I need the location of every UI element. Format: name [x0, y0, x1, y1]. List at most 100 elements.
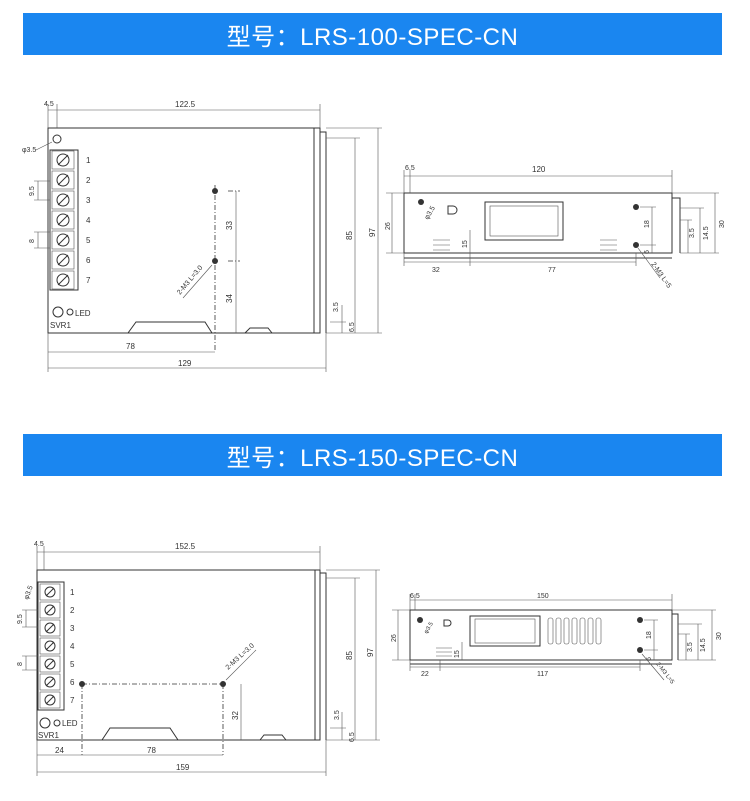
terminal-screw-icon — [56, 193, 70, 207]
model-title-2: 型号：LRS-150-SPEC-CN — [226, 444, 519, 472]
dim-height-inner-label: 85 — [345, 651, 354, 660]
svr-trimmer-icon — [52, 306, 64, 318]
led-label: LED — [75, 309, 91, 318]
terminal-number: 3 — [70, 624, 75, 633]
terminal-slot — [45, 641, 55, 651]
terminal-screws — [39, 583, 61, 709]
terminal-cell — [39, 601, 61, 619]
dim-top-width — [36, 546, 321, 570]
terminal-number: 4 — [70, 642, 75, 651]
terminal-slot — [45, 587, 55, 597]
terminal-number: 1 — [70, 588, 75, 597]
terminal-screw-icon — [44, 640, 56, 652]
dim-side-bottom-left-label: 22 — [421, 671, 429, 678]
terminal-slot — [57, 154, 69, 166]
terminal-number: 6 — [86, 256, 91, 265]
terminal-number: 4 — [86, 216, 91, 225]
terminal-cell — [51, 250, 75, 270]
dim-height-total-label: 97 — [368, 228, 377, 237]
vent-slot — [563, 617, 570, 645]
dim-side-far-b-label: 14.5 — [700, 638, 707, 652]
dim-side-far — [672, 609, 716, 661]
front-side-flange — [314, 570, 327, 740]
dim-vert-label: 32 — [231, 711, 240, 720]
screw-centerline — [81, 683, 224, 755]
terminal-screw-icon — [56, 213, 70, 227]
side-hole-left — [418, 199, 424, 205]
screw-label: 2-M3 L=3.0 — [176, 264, 204, 296]
terminal-screw-icon — [44, 586, 56, 598]
terminal-screw-icon — [56, 273, 70, 287]
dim-top-width-label: 152.5 — [175, 542, 196, 551]
terminal-screw-icon — [56, 153, 70, 167]
dim-side-height-label: 30 — [716, 632, 723, 640]
dim-screw-width-label: 78 — [147, 746, 156, 755]
terminal-slot — [45, 623, 55, 633]
led-indicator-icon — [53, 719, 61, 727]
led-indicator-icon — [66, 308, 74, 316]
dim-side-left — [386, 192, 404, 254]
dim-side-bottom — [403, 253, 637, 266]
terminal-cell — [51, 150, 75, 170]
terminal-number: 3 — [86, 196, 91, 205]
front-bottom-tabs — [127, 321, 273, 334]
dim-pitch-label: 9.5 — [29, 186, 36, 196]
side-vents — [433, 239, 617, 251]
side-hole-lower-right — [637, 647, 643, 653]
vent-slot — [555, 617, 562, 645]
dim-heights — [326, 127, 382, 334]
dim-side-bottom-mid-label: 117 — [537, 671, 548, 678]
dim-side-right-a-label: 18 — [644, 220, 651, 228]
terminal-slot — [57, 234, 69, 246]
side-vent-slots — [547, 617, 602, 645]
dim-term-width — [34, 231, 50, 249]
dim-total-width-label: 129 — [178, 359, 192, 368]
front-bottom-tabs — [101, 727, 287, 741]
side-outline — [409, 609, 673, 661]
front-side-flange — [313, 128, 327, 333]
vent-slot — [571, 617, 578, 645]
side-outline — [403, 192, 673, 254]
dim-edge-label: 4.5 — [34, 541, 44, 548]
vent-slot — [579, 617, 586, 645]
vent-slot — [587, 617, 594, 645]
dim-pitch — [22, 609, 38, 628]
dim-side-length-label: 150 — [537, 593, 549, 600]
screw-leader — [225, 649, 257, 681]
terminal-cell — [39, 637, 61, 655]
terminal-screws — [51, 150, 75, 290]
model-title-banner-1: 型号：LRS-100-SPEC-CN — [23, 13, 722, 55]
terminal-slot — [45, 677, 55, 687]
svr-label: SVR1 — [50, 321, 71, 330]
terminal-screw-icon — [44, 658, 56, 670]
terminal-cell — [39, 619, 61, 637]
dim-left-width-label: 24 — [55, 746, 64, 755]
terminal-number: 2 — [70, 606, 75, 615]
screw-leader — [182, 264, 213, 299]
side-hole-label: φ3.5 — [424, 205, 437, 221]
terminal-cell — [51, 230, 75, 250]
side-hole-upper-right — [633, 204, 639, 210]
dim-upper-label: 33 — [225, 221, 234, 230]
dim-small2-label: 6.5 — [349, 322, 356, 332]
dim-top-width — [47, 104, 321, 128]
dim-small2-label: 6.5 — [349, 732, 356, 742]
dim-term-width-label: 8 — [17, 662, 24, 666]
side-vents — [436, 647, 452, 657]
dim-side-mid-label: 15 — [462, 240, 469, 248]
dim-side-left-label: 26 — [385, 222, 392, 230]
dim-side-right — [644, 619, 658, 660]
terminal-screw-icon — [56, 173, 70, 187]
dim-side-left — [392, 609, 410, 661]
dim-edge-label: 4.5 — [44, 101, 54, 108]
terminal-screw-icon — [44, 622, 56, 634]
terminal-screw-icon — [56, 233, 70, 247]
hole-dia-label: φ3.5 — [23, 585, 34, 601]
side-window-inner — [474, 618, 536, 644]
dim-lower-label: 34 — [225, 294, 234, 303]
side-d-mark — [443, 619, 452, 627]
